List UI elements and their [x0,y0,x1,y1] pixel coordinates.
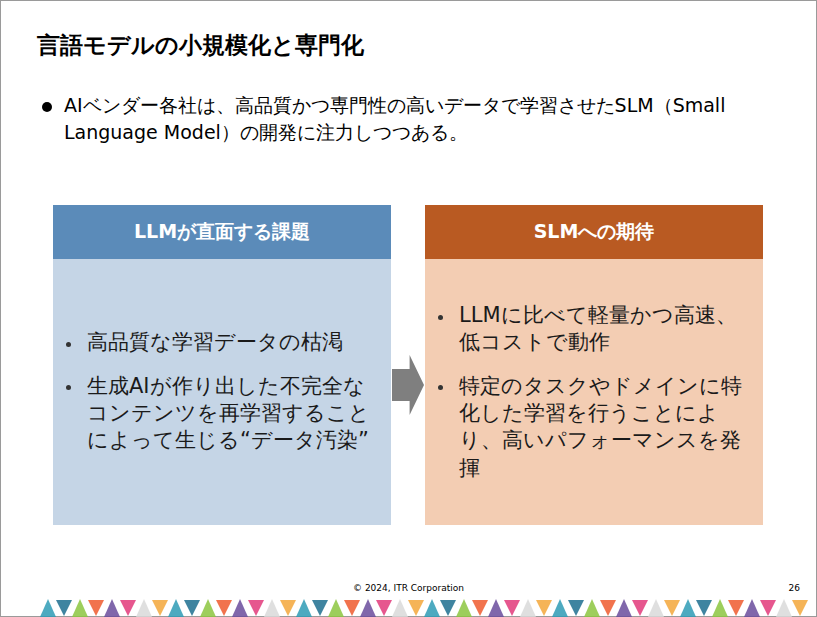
strip-triangle [424,599,440,617]
category-box: SLMへの期待LLMに比べて軽量かつ高速、低コストで動作特定のタスクやドメインに… [425,205,763,525]
box-header: LLMが直面する課題 [53,205,391,259]
strip-triangle [568,600,584,616]
strip-triangle [712,599,728,617]
strip-triangle [152,600,168,616]
strip-triangle [168,599,184,617]
box-body: 高品質な学習データの枯渇生成AIが作り出した不完全なコンテンツを再学習することに… [53,259,391,525]
strip-triangle [312,600,328,616]
strip-triangle [360,599,376,617]
strip-triangle [344,600,360,616]
strip-triangle [552,599,568,617]
strip-triangle [760,600,776,616]
strip-triangle [184,600,200,616]
strip-triangle [680,599,696,617]
strip-triangle [440,600,456,616]
strip-triangle [504,600,520,616]
bullet-dot [42,102,52,112]
box-header: SLMへの期待 [425,205,763,259]
strip-triangle [200,599,216,617]
slide-title: 言語モデルの小規模化と専門化 [37,30,364,61]
strip-triangle [664,600,680,616]
box-body: LLMに比べて軽量かつ高速、低コストで動作特定のタスクやドメインに特化した学習を… [425,259,763,525]
block-arrow [392,355,424,415]
strip-triangle [376,600,392,616]
strip-triangle [456,599,472,617]
strip-triangle [40,599,56,617]
strip-triangle [248,600,264,616]
strip-triangle [296,599,312,617]
strip-triangle [72,599,88,617]
strip-triangle [408,600,424,616]
strip-triangle [632,600,648,616]
strip-triangle [696,600,712,616]
footer-strip [40,599,808,617]
strip-triangle [232,599,248,617]
strip-triangle [120,600,136,616]
strip-triangle [472,600,488,616]
strip-triangle [536,600,552,616]
category-box: LLMが直面する課題高品質な学習データの枯渇生成AIが作り出した不完全なコンテン… [53,205,391,525]
strip-triangle [136,599,152,617]
page-number: 26 [770,583,800,593]
strip-triangle [488,599,504,617]
strip-triangle [616,599,632,617]
strip-triangle [104,599,120,617]
lead-text: AIベンダー各社は、高品質かつ専門性の高いデータで学習させたSLM（Small … [64,92,754,145]
strip-triangle [744,599,760,617]
strip-triangle [600,600,616,616]
strip-triangle [56,600,72,616]
strip-triangle [264,599,280,617]
bullet-item: 特定のタスクやドメインに特化した学習を行うことにより、高いパフォーマンスを発揮 [459,373,745,482]
strip-triangle [776,599,792,617]
strip-triangle [88,600,104,616]
strip-triangle [648,599,664,617]
strip-triangle [280,600,296,616]
strip-triangle [792,600,808,616]
copyright: © 2024, ITR Corporation [0,583,817,593]
strip-triangle [584,599,600,617]
bullet-item: 高品質な学習データの枯渇 [87,329,373,356]
strip-triangle [520,599,536,617]
strip-triangle [728,600,744,616]
bullet-item: LLMに比べて軽量かつ高速、低コストで動作 [459,302,745,357]
bullet-item: 生成AIが作り出した不完全なコンテンツを再学習することによって生じる“データ汚染… [87,373,373,455]
strip-triangle [216,600,232,616]
strip-triangle [328,599,344,617]
strip-triangle [392,599,408,617]
